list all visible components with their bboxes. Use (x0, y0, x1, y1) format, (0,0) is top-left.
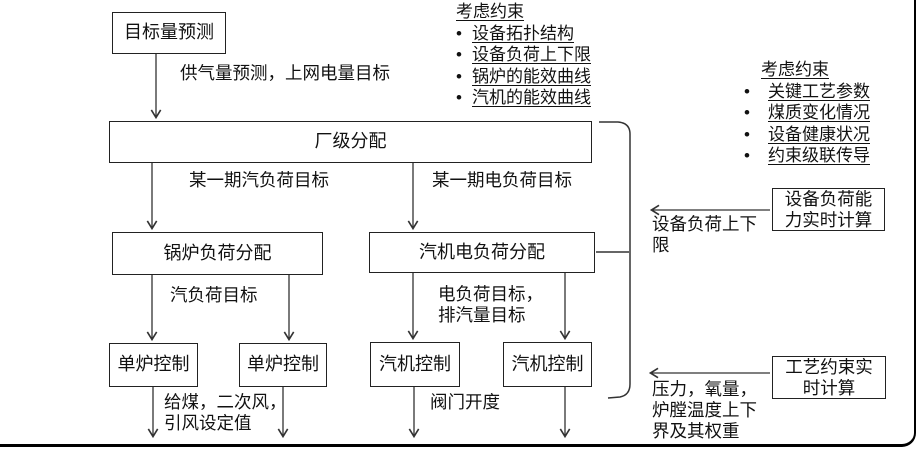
bullet-icon: • (456, 88, 462, 107)
bullet-icon: • (744, 124, 750, 144)
bullet-icon: • (744, 81, 750, 101)
edge-label-coal-feed-setpoints: 给煤，二次风， 引风设定值 (164, 392, 287, 433)
node-plant-allocation: 厂级分配 (109, 121, 592, 163)
constraint-item: • 设备健康状况 (744, 124, 870, 144)
node-boiler-control-1: 单炉控制 (109, 343, 198, 387)
edge-label-gas-forecast: 供气量预测，上网电量目标 (180, 63, 390, 83)
constraint-item: • 锅炉的能效曲线 (456, 66, 591, 86)
node-boiler-control-2: 单炉控制 (239, 343, 327, 387)
node-device-capacity-calc: 设备负荷能 力实时计算 (772, 188, 885, 231)
constraint-item: • 设备负荷上下限 (456, 45, 591, 64)
node-turbine-load-allocation: 汽机电负荷分配 (369, 232, 595, 273)
edge-label-device-load-limits: 设备负荷上下 限 (652, 214, 757, 255)
node-turbine-control-1: 汽机控制 (370, 342, 460, 387)
constraint-list-topology: 考虑约束 • 设备拓扑结构 • 设备负荷上下限 • 锅炉的能效曲线 • 汽机的能… (456, 1, 591, 109)
constraint-list-title: 考虑约束 (456, 2, 524, 21)
bullet-icon: • (744, 103, 750, 122)
constraint-list-process: 考虑约束 • 关键工艺参数 • 煤质变化情况 • 设备健康状况 • 约束级联传导 (744, 59, 870, 167)
node-target-forecast: 目标量预测 (112, 12, 226, 54)
constraint-list-title: 考虑约束 (761, 60, 829, 79)
constraint-item: • 煤质变化情况 (744, 103, 870, 122)
bullet-icon: • (456, 66, 462, 86)
edge-label-steam-load-target: 汽负荷目标 (170, 285, 258, 305)
bullet-icon: • (456, 23, 462, 43)
edge-label-electric-load-target: 电负荷目标， 排汽量目标 (438, 284, 543, 325)
node-turbine-control-2: 汽机控制 (503, 342, 592, 387)
bullet-icon: • (456, 45, 462, 64)
constraint-item: • 约束级联传导 (744, 146, 870, 165)
edge-label-pressure-oxygen-weights: 压力，氧量， 炉膛温度上下 界及其权重 (652, 379, 757, 441)
bullet-icon: • (744, 146, 750, 165)
constraint-item: • 汽机的能效曲线 (456, 88, 591, 107)
edge-label-valve-opening: 阀门开度 (430, 392, 500, 412)
edge-label-electric-period-target: 某一期电负荷目标 (432, 170, 572, 190)
edge-label-steam-period-target: 某一期汽负荷目标 (189, 170, 329, 190)
node-process-constraint-calc: 工艺约束实 时计算 (772, 356, 886, 399)
node-boiler-load-allocation: 锅炉负荷分配 (112, 232, 323, 275)
constraint-item: • 设备拓扑结构 (456, 23, 574, 43)
constraint-item: • 关键工艺参数 (744, 81, 870, 101)
